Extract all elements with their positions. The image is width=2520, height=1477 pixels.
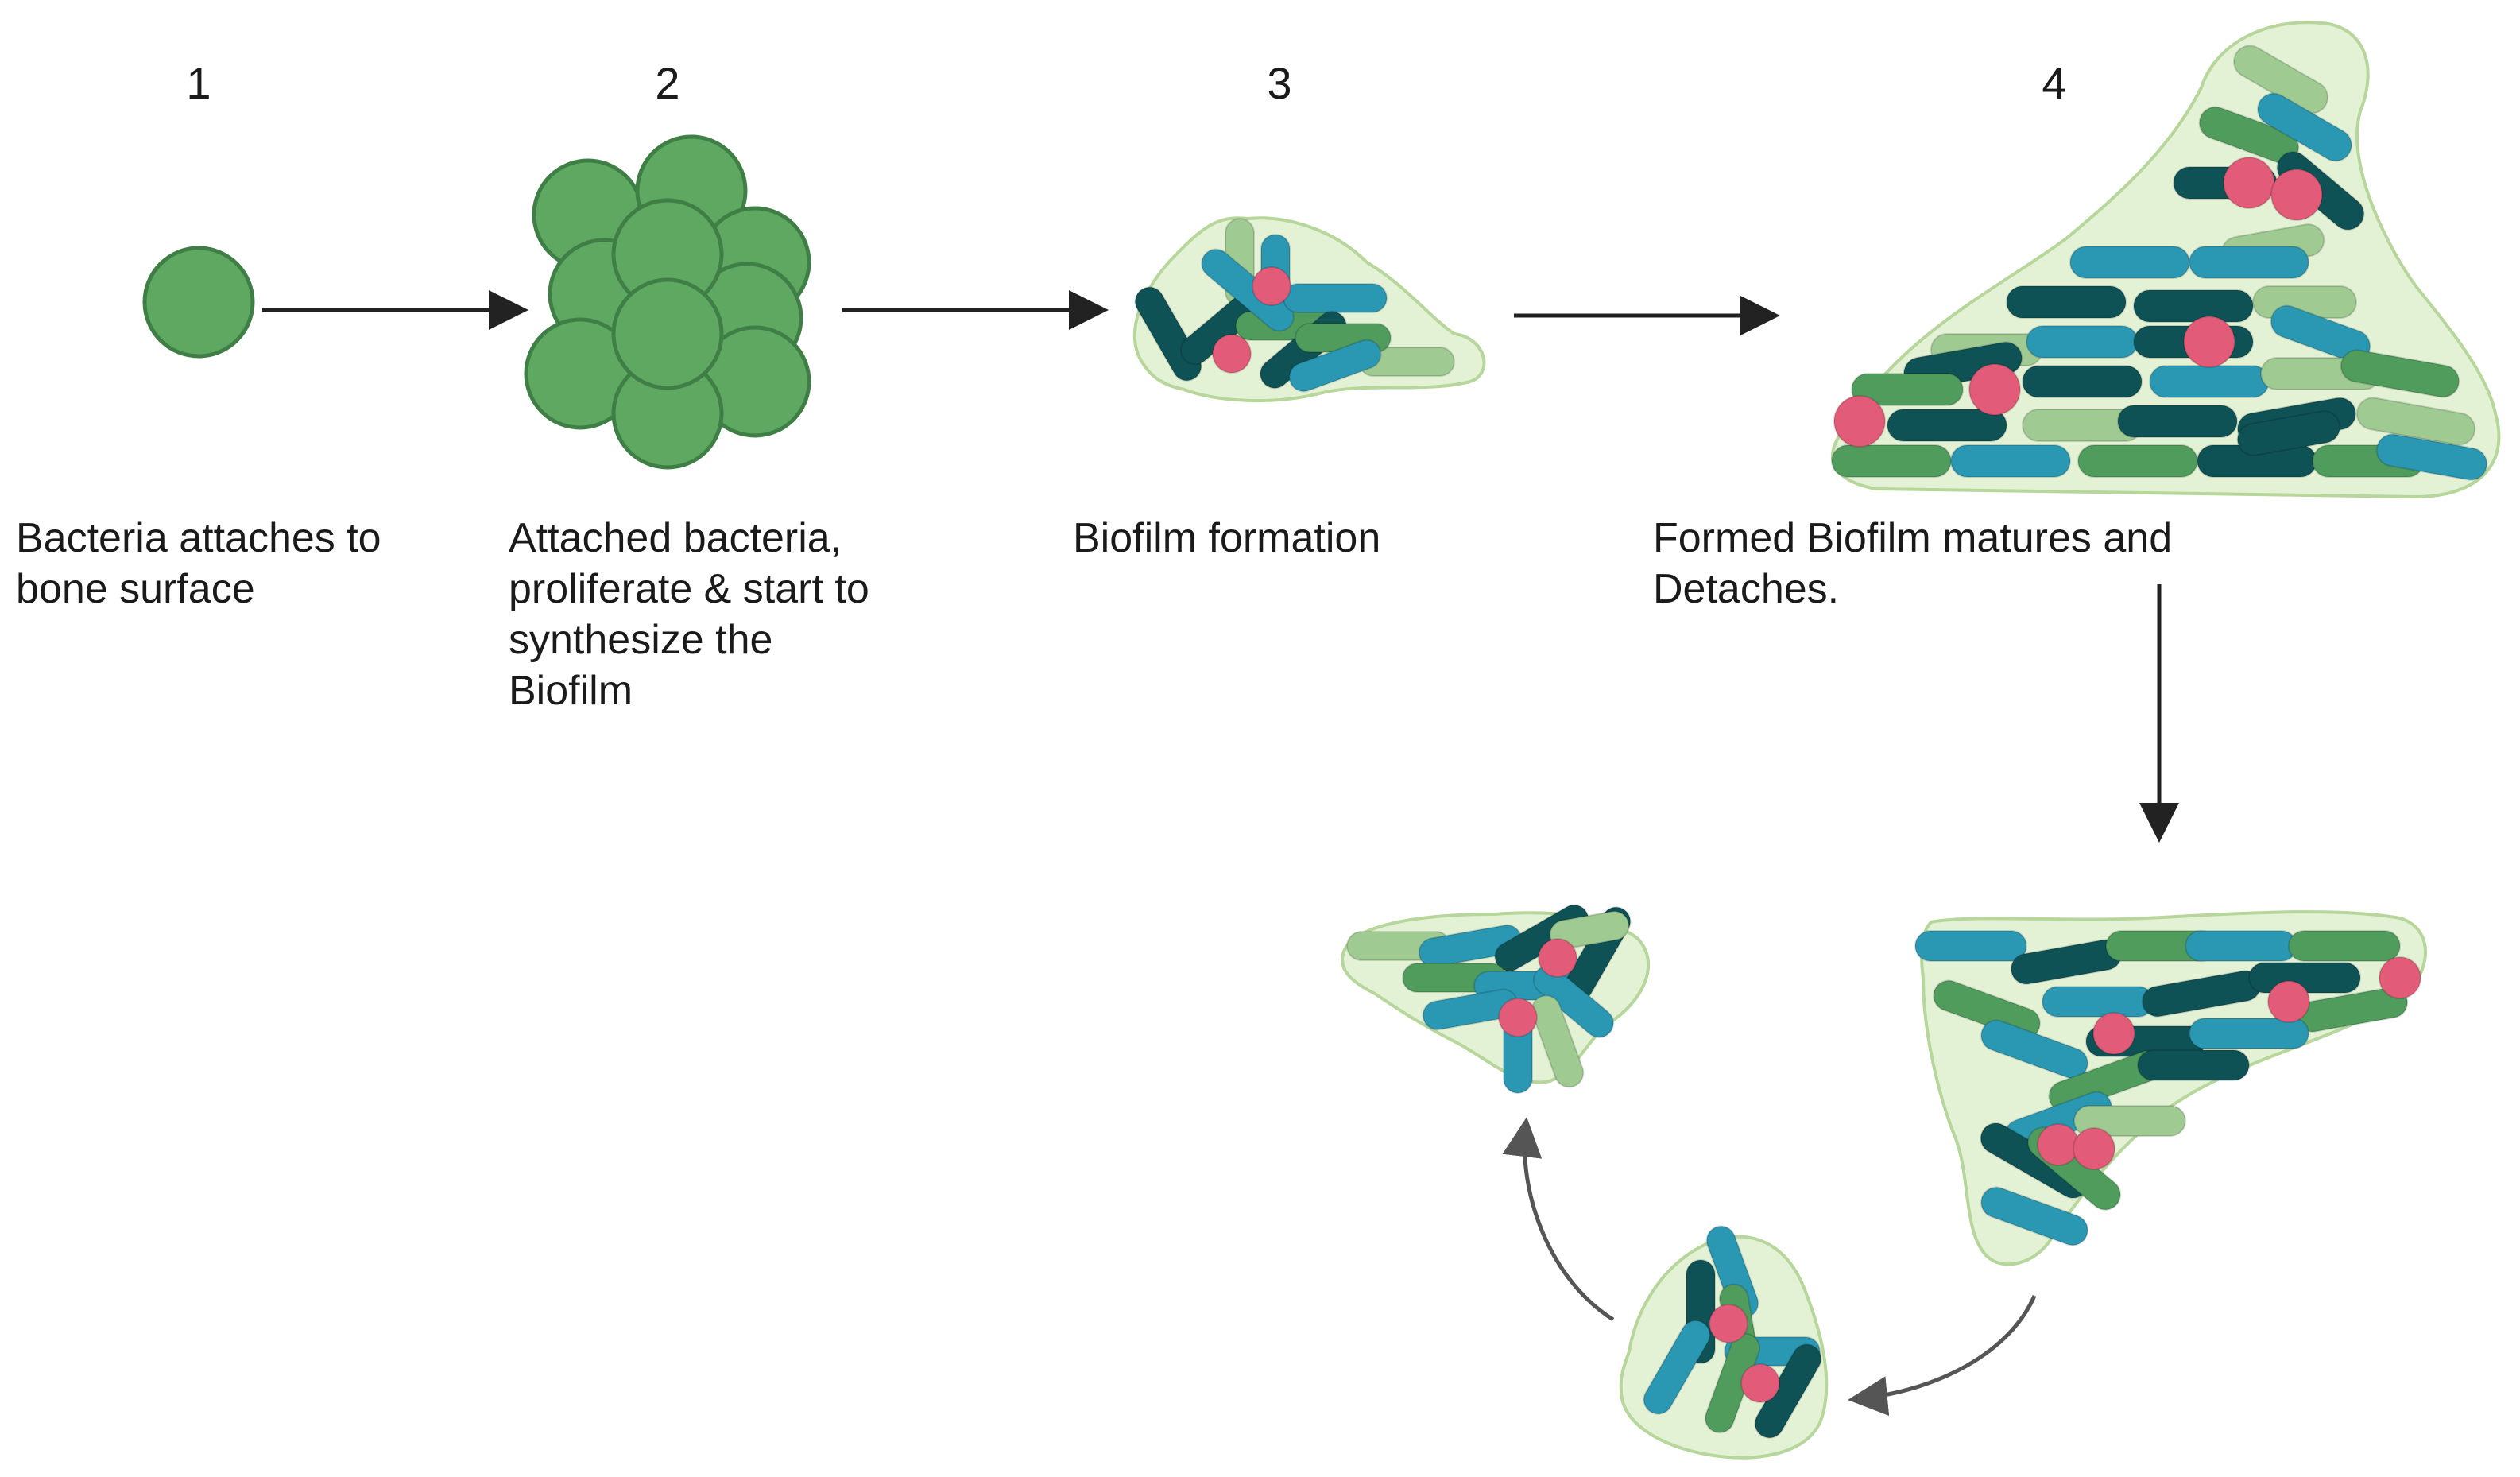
rod-bacterium [2233, 45, 2328, 114]
pink-cell [1252, 266, 1291, 306]
rod-bacterium [1532, 965, 1615, 1038]
rod-bacterium [1950, 444, 2071, 478]
rod-bacterium [2073, 1105, 2186, 1137]
rod-bacterium [2133, 289, 2254, 323]
rod-bacterium [1980, 1186, 2088, 1246]
rod-bacterium [1283, 283, 1388, 313]
rod-bacterium [2042, 986, 2154, 1018]
pink-cell [1740, 1363, 1780, 1403]
pink-cell [1833, 395, 1886, 448]
rod-bacterium [1643, 1320, 1711, 1415]
pink-cell [1498, 998, 1538, 1037]
rod-bacterium [2022, 365, 2143, 398]
pink-cell [2267, 980, 2310, 1023]
bacteria-cluster [524, 134, 811, 470]
pink-cell [2073, 1127, 2115, 1170]
stage-2-number: 2 [655, 58, 680, 108]
biofilm-pink-cells [1212, 157, 2421, 1403]
biofilm-rods [1134, 45, 2488, 1439]
pink-cell [2092, 1012, 2135, 1055]
pink-cell [1212, 334, 1252, 374]
stage-1-label: Bacteria attaches to bone surface [16, 515, 381, 612]
rod-bacterium [1549, 910, 1630, 950]
rod-bacterium [2257, 92, 2352, 162]
curved-arrow-to-released-cluster [1502, 1117, 1615, 1322]
rod-bacterium [2375, 433, 2488, 481]
curved-arrow-to-small-cluster [1848, 1295, 2037, 1417]
rod-bacterium [1288, 339, 1382, 393]
rod-bacterium [1887, 409, 2007, 442]
rod-bacterium [2117, 405, 2238, 438]
rod-bacterium [2270, 304, 2371, 363]
rod-bacterium [2288, 930, 2401, 962]
rod-bacterium [1531, 994, 1585, 1088]
stage-1-number: 1 [186, 58, 211, 108]
rod-bacterium [2185, 930, 2297, 962]
single-bacterium [142, 246, 255, 359]
pink-cell [1709, 1304, 1748, 1343]
stage-3-number: 3 [1267, 58, 1292, 108]
rod-bacterium [2149, 365, 2270, 398]
rod-bacterium [2006, 285, 2127, 319]
rod-bacterium [1933, 979, 2041, 1040]
rod-bacterium [2189, 246, 2309, 279]
stage-3-label: Biofilm formation [1073, 515, 1381, 561]
pink-cell [2183, 316, 2235, 368]
stage-4-label: Formed Biofilm matures and Detaches. [1653, 515, 2173, 612]
stage-2-label: Attached bacteria, proliferate & start t… [509, 515, 869, 714]
rod-bacterium [1980, 1019, 2088, 1080]
rod-bacterium [1851, 373, 1964, 406]
pink-cell [2037, 1123, 2080, 1166]
pink-cell [2379, 956, 2421, 999]
pink-cell [1538, 938, 1577, 978]
rod-bacterium [2026, 325, 2139, 359]
pink-cell [1968, 363, 2021, 416]
rod-bacterium [2077, 444, 2198, 478]
rod-bacterium [2340, 349, 2460, 398]
rod-bacterium [2355, 397, 2476, 446]
stage-4-number: 4 [2042, 58, 2067, 108]
rod-bacterium [2189, 1018, 2309, 1049]
rod-bacterium [1831, 444, 1952, 478]
pink-cell [2223, 157, 2275, 209]
rod-bacterium [2236, 410, 2341, 456]
pink-cell [2270, 169, 2323, 221]
rod-bacterium [2137, 1049, 2250, 1081]
rod-bacterium [2069, 246, 2190, 279]
rod-bacterium [1914, 930, 2027, 962]
